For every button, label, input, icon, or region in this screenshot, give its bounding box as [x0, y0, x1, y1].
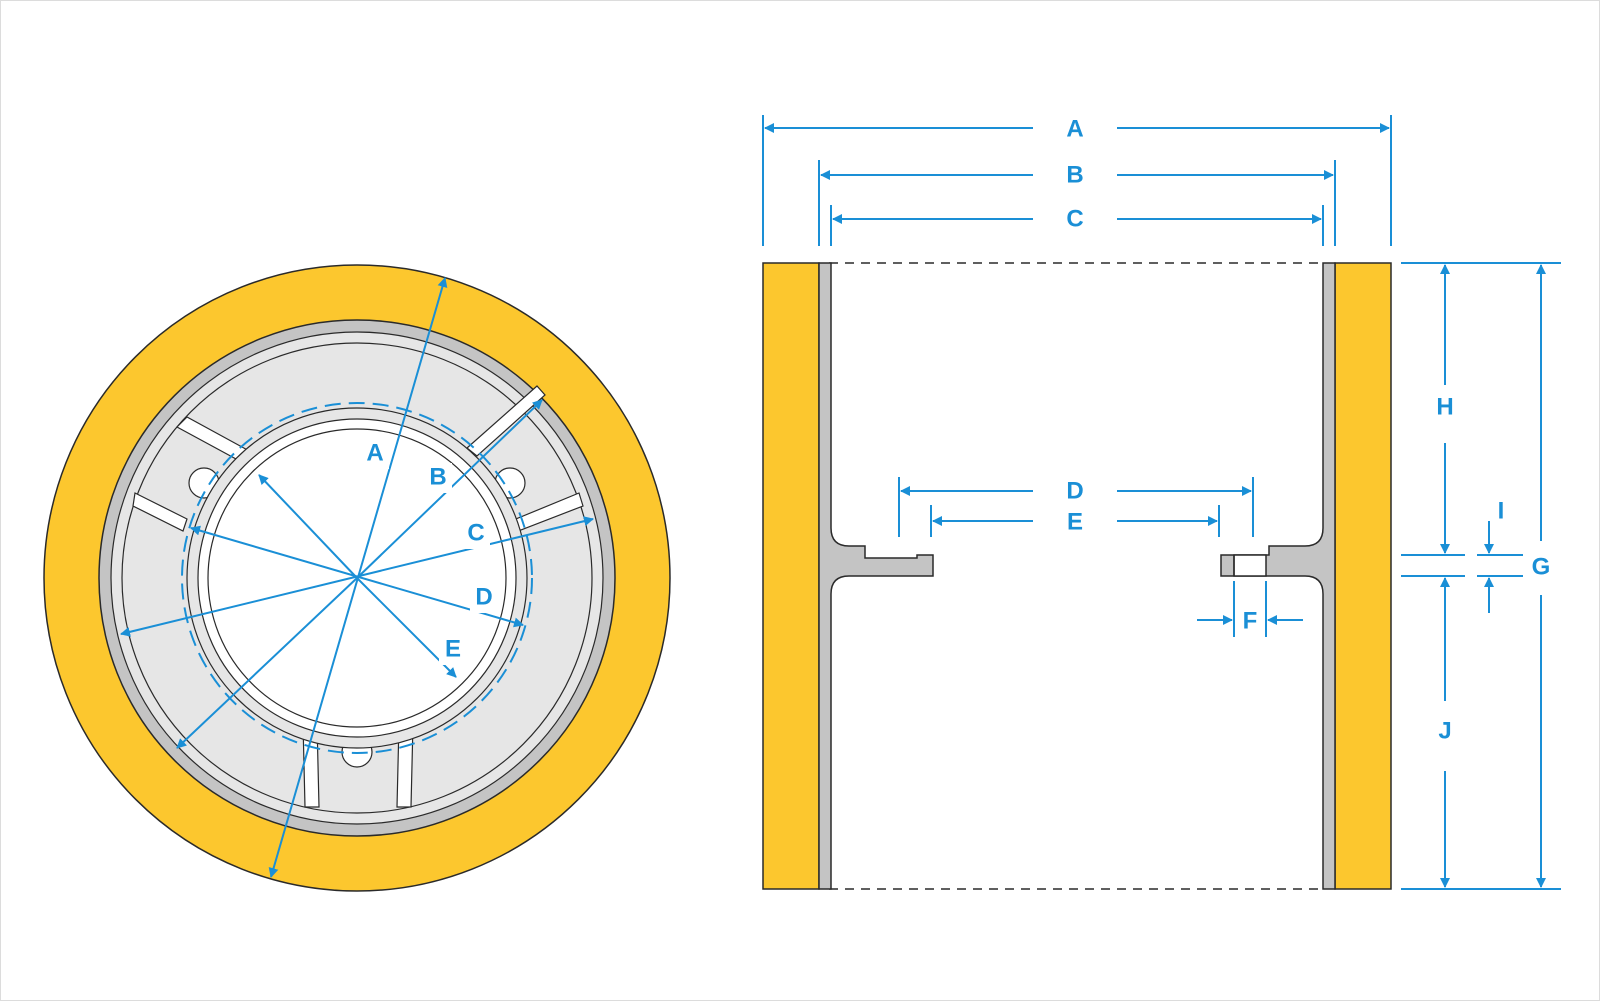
side-view: A B C D E F G H I J: [762, 115, 1561, 890]
side-hub-right: [1220, 262, 1336, 890]
front-dim-E-line: [258, 474, 358, 579]
side-label-A: A: [1066, 116, 1083, 143]
front-dim-D-line: [190, 525, 524, 628]
front-label-E: E: [445, 636, 461, 663]
front-label-D: D: [475, 584, 492, 611]
side-insert-right: [1233, 554, 1267, 577]
side-label-B: B: [1066, 162, 1083, 189]
side-label-C: C: [1066, 206, 1083, 233]
side-label-E: E: [1067, 509, 1083, 536]
side-label-F: F: [1243, 608, 1258, 635]
side-hub-left: [818, 262, 934, 890]
front-view: A B C D E: [43, 264, 671, 892]
side-label-J: J: [1438, 718, 1451, 745]
side-tread-right: [1334, 262, 1392, 890]
side-tread-left: [762, 262, 820, 890]
front-label-C: C: [467, 520, 484, 547]
side-label-I: I: [1498, 498, 1505, 525]
front-label-A: A: [366, 440, 383, 467]
side-label-D: D: [1066, 478, 1083, 505]
side-dimension-labels: A B C D E F G H I J: [1066, 116, 1550, 745]
side-label-H: H: [1436, 394, 1453, 421]
side-dimension-lines: [762, 115, 1561, 890]
front-dimension-labels: A B C D E: [361, 439, 498, 665]
front-label-B: B: [429, 464, 446, 491]
side-label-G: G: [1532, 554, 1551, 581]
